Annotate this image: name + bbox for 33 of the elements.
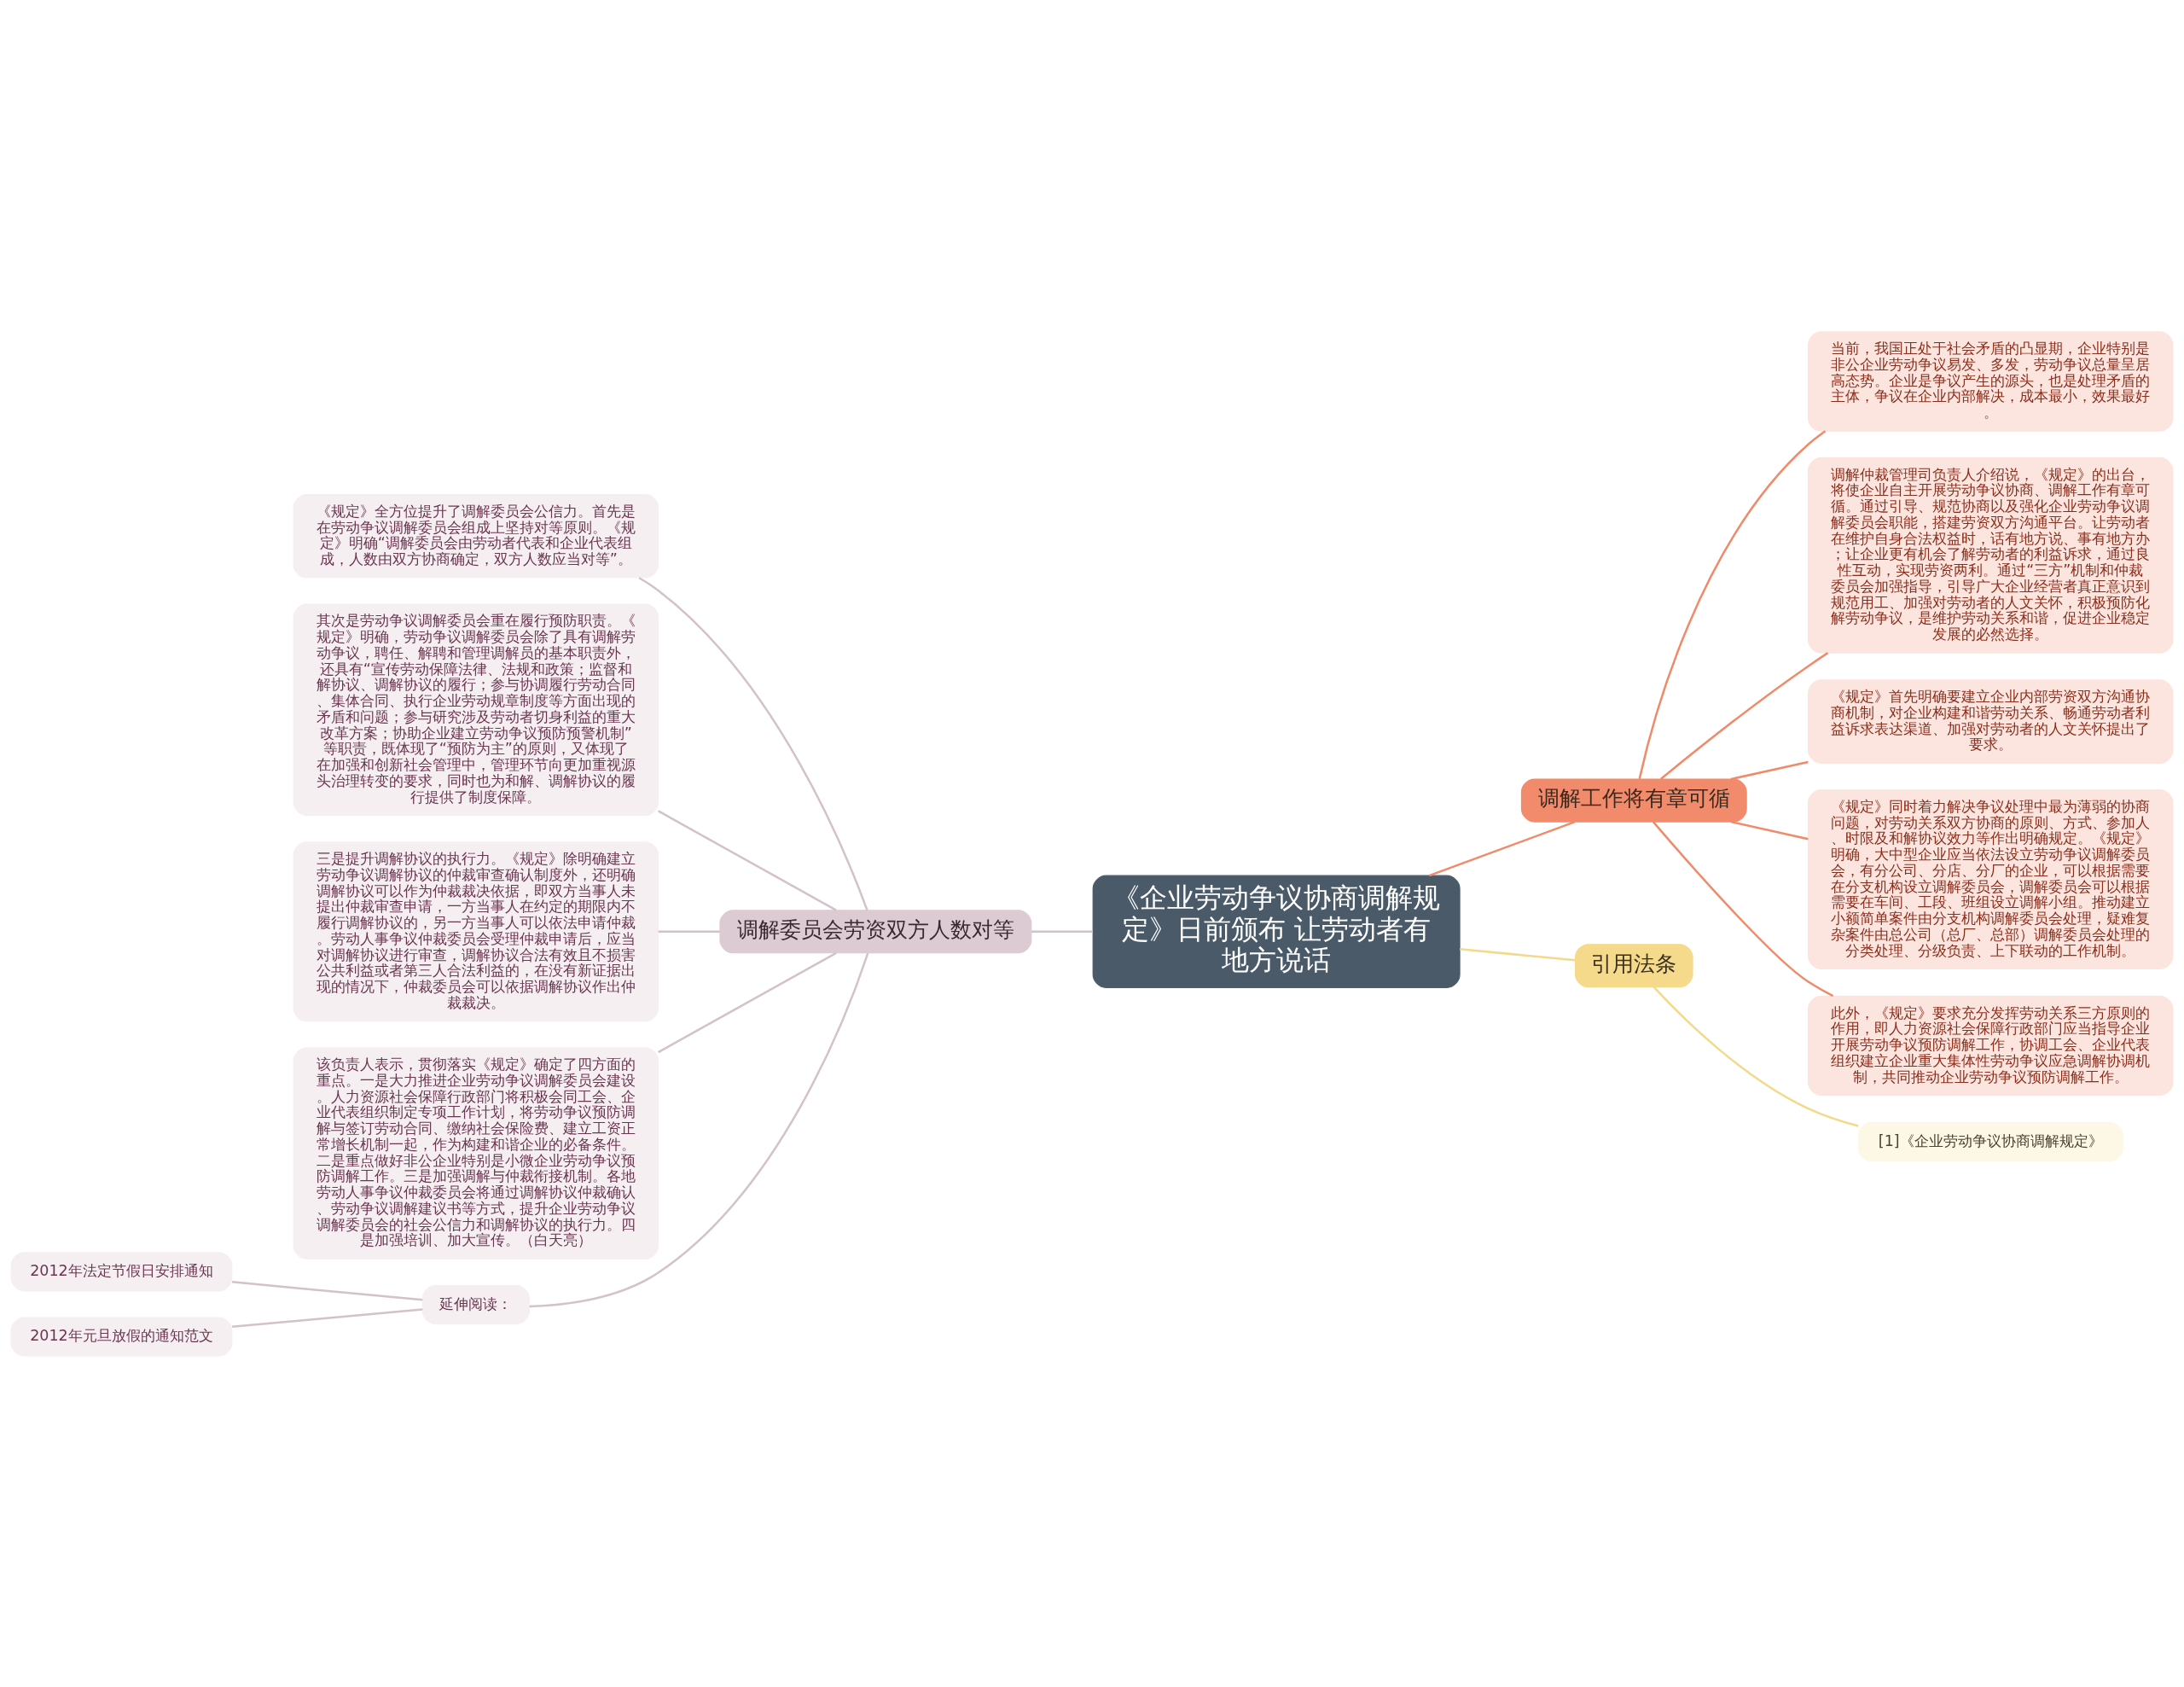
connector bbox=[658, 809, 837, 911]
connector bbox=[1428, 820, 1576, 876]
connector bbox=[1031, 930, 1093, 933]
node-box: 引用法条 bbox=[1574, 943, 1693, 987]
node-box: 《规定》全方位提升了调解委员会公信力。首先是在劳动争议调解委员会组成上坚持对等原则。《规定》明确“调解委员会由劳动者代表和企业代表组成，人数由双方协商确定，双方人数应当对等”。 bbox=[293, 493, 659, 579]
node-box: 《规定》同时着力解决争议处理中最为薄弱的协商问题，对劳动关系双方协商的原则、方式、参加人、时限及和解协议效力等作出明确规定。《规定》明确，大中型企业应当依法设立劳动争议调解委员会，有分公司、分店、分厂的企业，可以根据需要在分支机构设立调解委员会，调解委员会可以根据需要在车间、工段、班组设立调解小组。推动建立小额简单案件由分支机构调解委员会处理，疑难复杂案件由总公司（总厂、总部）调解委员会处理的分类处理、分级负责、上下联动的工作机制。 bbox=[1807, 788, 2174, 969]
connector bbox=[1730, 820, 1809, 840]
connector bbox=[529, 952, 869, 1307]
node-box: 其次是劳动争议调解委员会重在履行预防职责。《规定》明确，劳动争议调解委员会除了具有调解劳动争议，聘任、解聘和管理调解员的基本职责外，还具有“宣传劳动保障法律、法规和政策；监督和解协议、调解协议的履行；参与协调履行劳动合同、集体合同、执行企业劳动规章制度等方面出现的矛盾和问题；参与研究涉及劳动者切身利益的重大改革方案；协助企业建立劳动争议预防预警机制”等职责，既体现了“预防为主”的原则，又体现了在加强和创新社会管理中，管理环节向更加重视源头治理转变的要求，同时也为和解、调解协议的履行提供了制度保障。 bbox=[293, 603, 659, 816]
connector bbox=[658, 951, 837, 1053]
node-box: 《规定》首先明确要建立企业内部劳资双方沟通协商机制，对企业构建和谐劳动关系、畅通劳动者利益诉求表达渠道、加强对劳动者的人文关怀提出了要求。 bbox=[1807, 678, 2174, 764]
connector bbox=[1652, 820, 1834, 997]
node-box: 当前，我国正处于社会矛盾的凸显期，企业特别是非公企业劳动争议易发、多发，劳动争议总量呈居高态势。企业是争议产生的源头，也是处理矛盾的主体，争议在企业内部解决，成本最小，效果最好。 bbox=[1807, 330, 2174, 432]
node-box: 2012年元旦放假的通知范文 bbox=[10, 1316, 233, 1357]
node-box: 调解委员会劳资双方人数对等 bbox=[719, 909, 1032, 953]
node-box: [1]《企业劳动争议协商调解规定》 bbox=[1857, 1121, 2123, 1161]
connector bbox=[1659, 651, 1829, 780]
connector bbox=[232, 1307, 423, 1328]
node-box: 该负责人表示，贯彻落实《规定》确定了四方面的重点。一是大力推进企业劳动争议调解委员会建设。人力资源社会保障行政部门将积极会同工会、企业代表组织制定专项工作计划，将劳动争议预防调解与签订劳动合同、缴纳社会保险费、建立工资正常增长机制一起，作为构建和谐企业的必备条件。二是重点做好非公企业特别是小微企业劳动争议预防调解工作。三是加强调解与仲裁衔接机制。各地劳动人事争议仲裁委员会将通过调解协议仲裁确认、劳动争议调解建议书等方式，提升企业劳动争议调解委员会的社会公信力和调解协议的执行力。四是加强培训、加大宣传。（白天亮） bbox=[293, 1046, 659, 1259]
node-box: 延伸阅读： bbox=[421, 1284, 530, 1324]
node-box: 2012年法定节假日安排通知 bbox=[10, 1251, 233, 1291]
connector bbox=[1638, 429, 1827, 779]
connector bbox=[232, 1280, 423, 1300]
connector bbox=[1730, 760, 1809, 780]
connector bbox=[638, 576, 868, 910]
connector bbox=[1460, 947, 1576, 961]
node-box: 三是提升调解协议的执行力。《规定》除明确建立劳动争议调解协议的仲裁审查确认制度外，还明确调解协议可以作为仲裁裁决依据，即双方当事人未提出仲裁审查申请，一方当事人在约定的期限内不履行调解协议的，另一方当事人可以依法申请仲裁。劳动人事争议仲裁委员会受理仲裁申请后，应当对调解协议进行审查，调解协议合法有效且不损害公共利益或者第三人合法利益的，在没有新证据出现的情况下，仲裁委员会可以依据调解协议作出仲裁裁决。 bbox=[293, 841, 659, 1021]
node-box: 调解仲裁管理司负责人介绍说，《规定》的出台，将使企业自主开展劳动争议协商、调解工作有章可循。通过引导、规范协商以及强化企业劳动争议调解委员会职能，搭建劳资双方沟通平台。让劳动者在维护自身合法权益时，话有地方说、事有地方办；让企业更有机会了解劳动者的利益诉求，通过良性互动，实现劳资两利。通过“三方”机制和仲裁委员会加强指导，引导广大企业经营者真正意识到规范用工、加强对劳动者的人文关怀，积极预防化解劳动争议，是维护劳动关系和谐，促进企业稳定发展的必然选择。 bbox=[1807, 457, 2174, 654]
connector bbox=[1653, 986, 1859, 1127]
node-box: 调解工作将有章可循 bbox=[1520, 777, 1747, 823]
connector bbox=[658, 930, 720, 933]
node-box: 《企业劳动争议协商调解规定》日前颁布 让劳动者有地方说话 bbox=[1092, 875, 1461, 988]
node-box: 此外，《规定》要求充分发挥劳动关系三方原则的作用，即人力资源社会保障行政部门应当指导企业开展劳动争议预防调解工作，协调工会、企业代表组织建立企业重大集体性劳动争议应急调解协调机制，共同推动企业劳动争议预防调解工作。 bbox=[1807, 995, 2174, 1096]
